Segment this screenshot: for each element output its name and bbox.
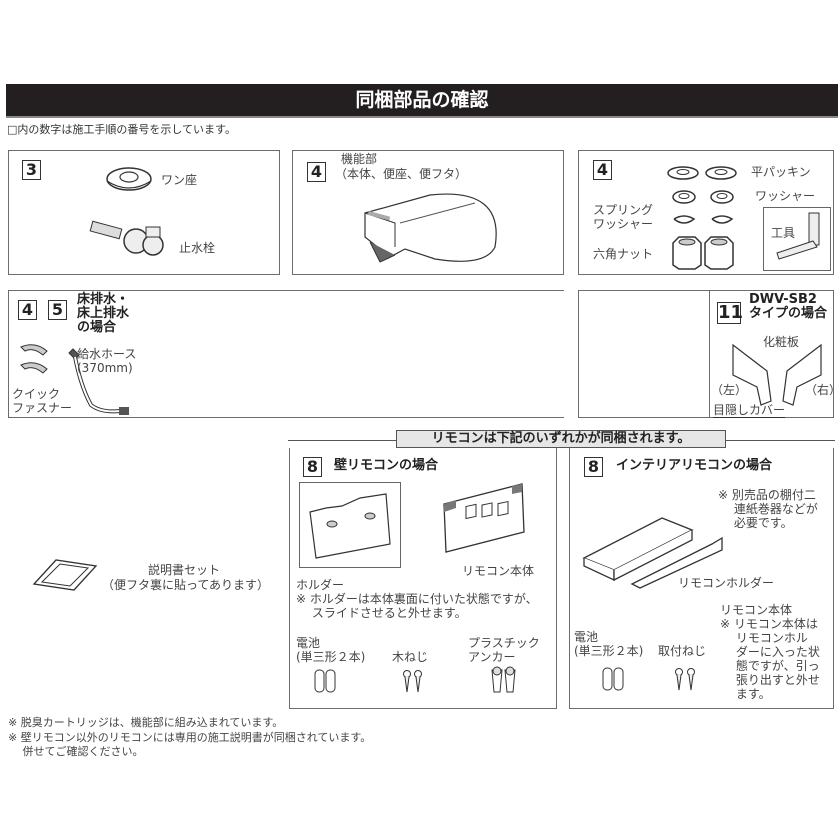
interior-remote-title: インテリアリモコンの場合 bbox=[616, 458, 773, 473]
part-label-mounting-screw: 取付ねじ bbox=[658, 644, 707, 658]
washer-icon bbox=[672, 190, 734, 204]
flange-icon bbox=[106, 167, 152, 191]
manual-sublabel: （便フタ裏に貼ってあります） bbox=[102, 578, 270, 592]
step-number-badge: 11 bbox=[717, 302, 744, 324]
part-label-battery: 電池 (単三形２本) bbox=[296, 636, 366, 664]
footnote: 併せてご確認ください。 bbox=[8, 745, 144, 758]
hose-case-title: 床排水・ 床上排水 の場合 bbox=[77, 292, 130, 335]
holder-image-frame bbox=[299, 482, 401, 568]
parts-box-interior-remote: 8 インテリアリモコンの場合 ※ 別売品の棚付二 連紙巻器などが 必要です。 リ… bbox=[569, 440, 835, 709]
part-label-cosmetic-panel: 化粧板 bbox=[763, 335, 800, 349]
part-label-water-hose: 給水ホース (370mm) bbox=[77, 347, 137, 375]
part-label-washer: ワッシャー bbox=[755, 189, 816, 203]
part-label-stop-valve: 止水栓 bbox=[179, 241, 216, 255]
page-title: 同梱部品の確認 bbox=[6, 84, 838, 118]
wood-screw-icon bbox=[403, 670, 422, 693]
divider bbox=[709, 291, 710, 417]
part-label-remote-holder: リモコンホルダー bbox=[678, 576, 775, 590]
function-unit-subtitle: （本体、便座、便フタ） bbox=[335, 167, 468, 181]
step-number-badge: 3 bbox=[22, 160, 41, 180]
part-label-tool: 工具 bbox=[771, 226, 796, 240]
wall-remote-title: 壁リモコンの場合 bbox=[334, 458, 439, 473]
label-left: （左） bbox=[711, 383, 748, 397]
part-label-wall-remote-body: リモコン本体 bbox=[462, 564, 535, 578]
tool-subbox bbox=[763, 207, 831, 271]
manual-label: 説明書セット bbox=[148, 563, 221, 577]
step-number-badge: 4 bbox=[18, 300, 37, 320]
parts-box-hardware: 4 平パッキン ワッシャー スプリング ワッシャー 六角ナット 工具 bbox=[578, 150, 834, 275]
hex-nut-icon bbox=[672, 236, 734, 270]
part-label-hex-nut: 六角ナット bbox=[593, 247, 654, 261]
flat-packing-icon bbox=[667, 166, 737, 180]
parts-box-function-unit: 4 機能部 （本体、便座、便フタ） bbox=[292, 150, 564, 275]
part-label-flat-packing: 平パッキン bbox=[751, 165, 811, 179]
parts-box-wall-remote: 8 壁リモコンの場合 リモコン本体 ホルダー ※ ホルダーは本体裏面に付いた状態… bbox=[289, 448, 557, 709]
parts-box-cover-panel: 11 DWV-SB2 タイプの場合 化粧板 （左） （右） 目隠しカバー bbox=[578, 290, 840, 418]
label-right: （右） bbox=[805, 383, 840, 397]
cosmetic-panel-left-icon bbox=[732, 343, 822, 406]
parts-box-hose: 4 5 床排水・ 床上排水 の場合 給水ホース (370mm) クイック ファス… bbox=[8, 290, 564, 418]
remote-holder-icon bbox=[309, 493, 391, 559]
part-label-holder: ホルダー bbox=[296, 578, 345, 592]
part-label-flange: ワン座 bbox=[161, 173, 198, 187]
part-label-battery: 電池 (単三形２本) bbox=[574, 630, 644, 658]
interior-remote-body-note: ※ リモコン本体は リモコンホル ダーに入った状 態ですが、引っ 張り出すと外せ… bbox=[720, 617, 820, 701]
interior-remote-note: ※ 別売品の棚付二 連紙巻器などが 必要です。 bbox=[718, 488, 818, 530]
cover-case-title: DWV-SB2 タイプの場合 bbox=[749, 292, 828, 321]
step-number-badge: 4 bbox=[307, 162, 326, 182]
holder-note: ※ ホルダーは本体裏面に付いた状態ですが、 スライドさせると外せます。 bbox=[296, 592, 538, 620]
part-label-quick-fastener: クイック ファスナー bbox=[12, 387, 73, 415]
function-unit-title: 機能部 bbox=[341, 152, 378, 166]
instruction-manual-icon bbox=[32, 559, 98, 591]
part-label-interior-remote-body: リモコン本体 bbox=[720, 603, 793, 617]
quick-fastener-icon bbox=[20, 344, 48, 374]
battery-icon bbox=[602, 667, 624, 691]
parts-box-valve: 3 ワン座 止水栓 bbox=[8, 150, 280, 275]
mounting-screw-icon bbox=[675, 668, 695, 691]
step-number-badge: 8 bbox=[584, 457, 603, 477]
water-supply-hose-icon bbox=[68, 348, 129, 415]
tool-wrench-icon bbox=[776, 212, 820, 260]
toilet-seat-unit-icon bbox=[364, 193, 497, 263]
battery-icon bbox=[314, 669, 336, 693]
spring-washer-icon bbox=[673, 215, 734, 224]
box-top-border bbox=[726, 440, 835, 441]
remote-banner: リモコンは下記のいずれかが同梱されます。 bbox=[396, 430, 726, 448]
stop-valve-icon bbox=[89, 220, 164, 256]
part-label-wood-screw: 木ねじ bbox=[392, 650, 429, 664]
plastic-anchor-icon bbox=[491, 666, 516, 693]
interior-remote-holder-icon bbox=[582, 517, 723, 589]
footnote: ※ 脱臭カートリッジは、機能部に組み込まれています。 bbox=[8, 716, 284, 729]
remote-banner-line bbox=[288, 440, 396, 441]
step-number-badge: 4 bbox=[593, 160, 612, 180]
wall-remote-body-icon bbox=[443, 483, 525, 553]
part-label-hiding-cover: 目隠しカバー bbox=[713, 403, 786, 418]
part-label-spring-washer: スプリング ワッシャー bbox=[593, 203, 654, 231]
step-number-badge: 8 bbox=[303, 457, 322, 477]
part-label-plastic-anchor: プラスチック アンカー bbox=[468, 636, 540, 664]
intro-text: □内の数字は施工手順の番号を示しています。 bbox=[7, 123, 236, 136]
footnote: ※ 壁リモコン以外のリモコンには専用の施工説明書が同梱されています。 bbox=[8, 731, 372, 744]
step-number-badge: 5 bbox=[48, 300, 67, 320]
